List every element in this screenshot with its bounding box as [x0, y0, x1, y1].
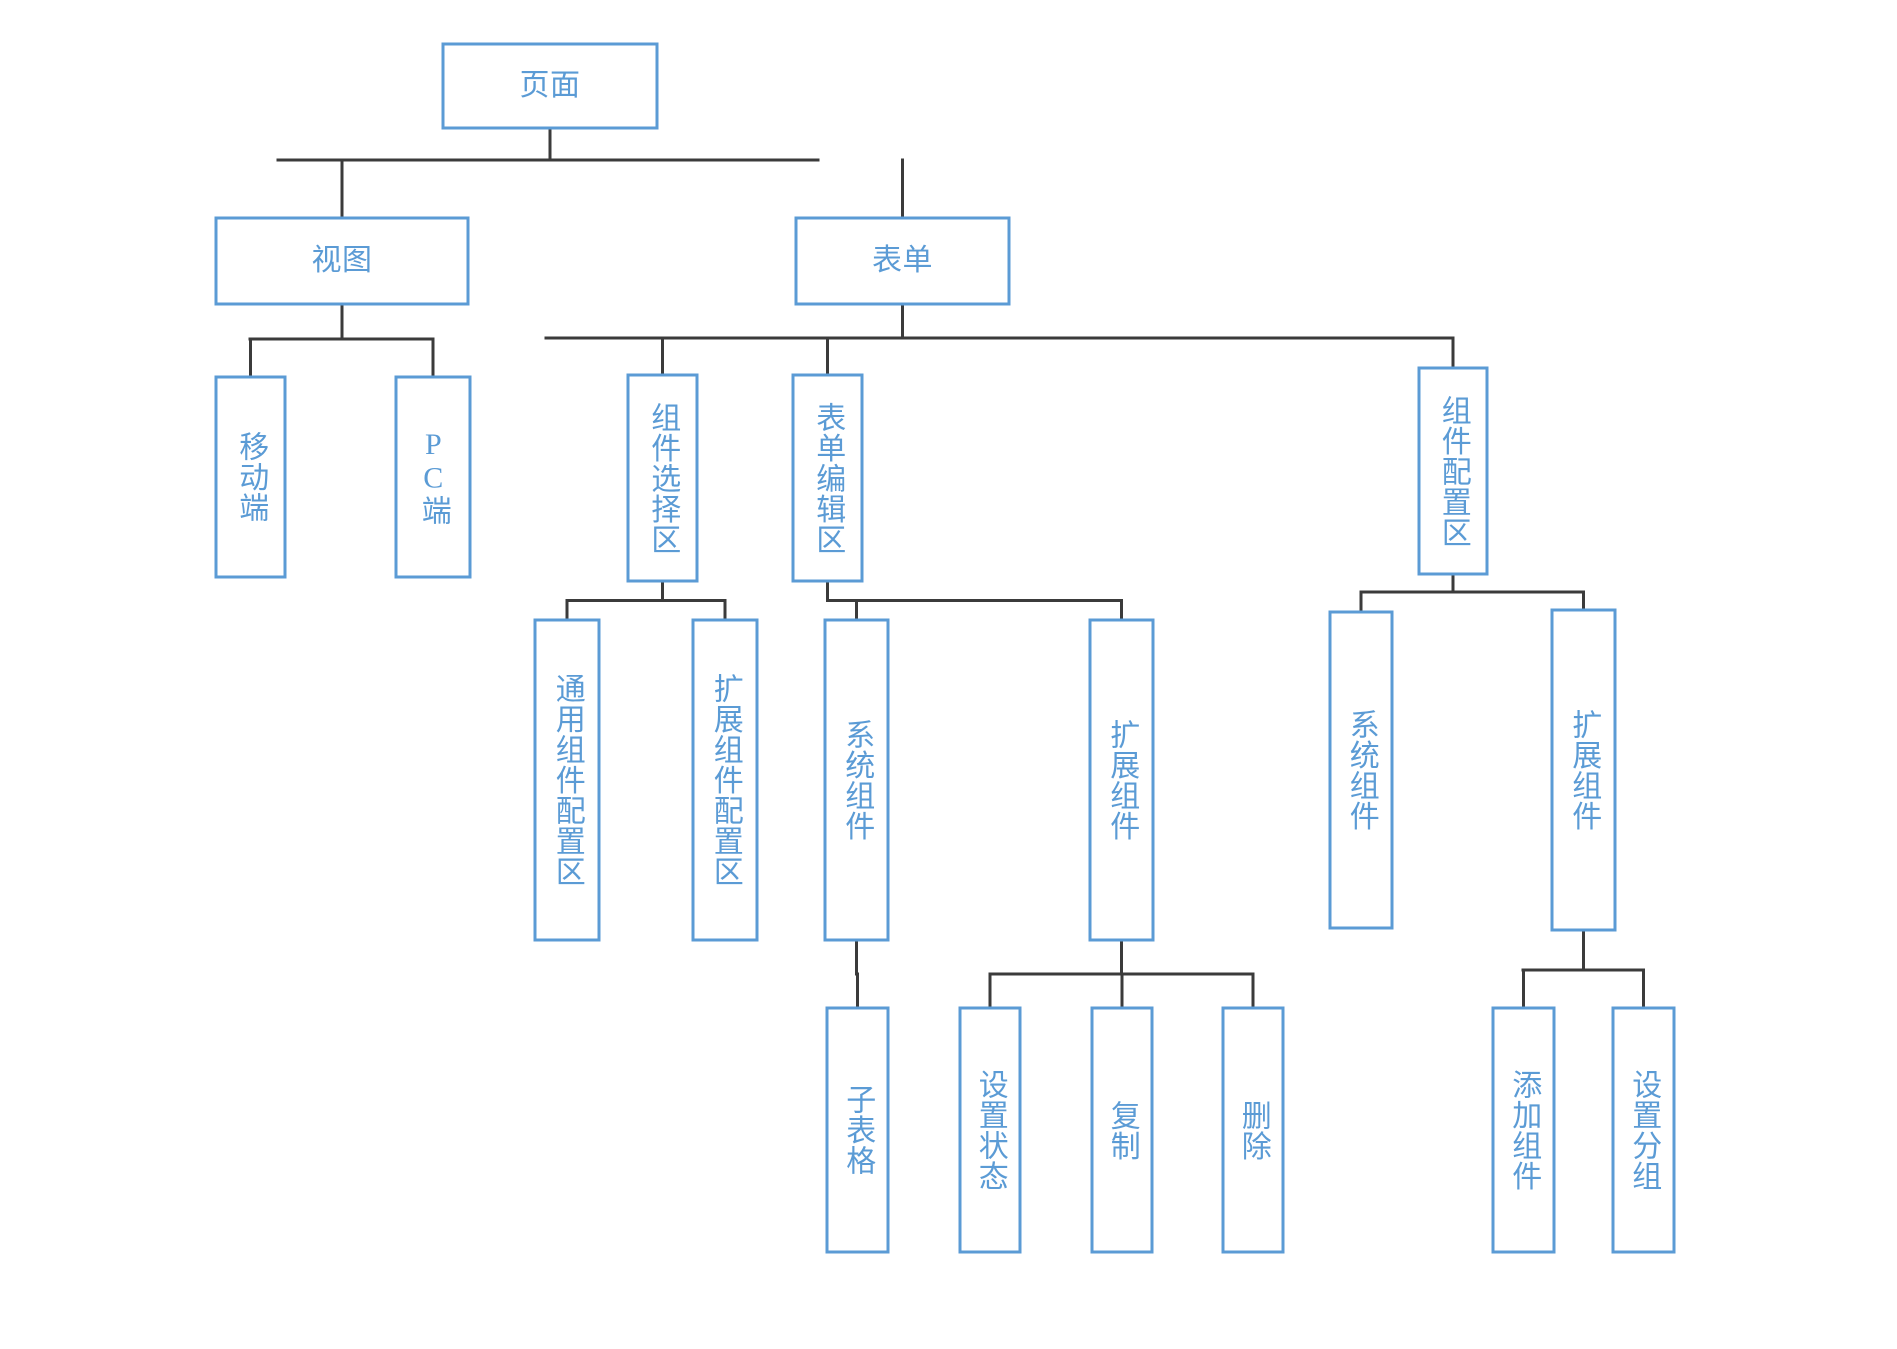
- node-box-delete[interactable]: [1221, 1006, 1285, 1254]
- node-box-set-group[interactable]: [1611, 1006, 1676, 1254]
- node-box-comp-config[interactable]: [1417, 366, 1489, 576]
- node-box-subtable[interactable]: [825, 1006, 890, 1254]
- node-comp-config[interactable]: [1419, 368, 1487, 574]
- node-common-cfg-area[interactable]: [535, 620, 599, 940]
- node-form[interactable]: [796, 218, 1009, 304]
- node-box-copy[interactable]: [1090, 1006, 1154, 1254]
- node-box-common-cfg-area[interactable]: [533, 618, 601, 942]
- node-sys-comp-cfg[interactable]: [1330, 612, 1392, 928]
- node-mobile[interactable]: [216, 377, 285, 577]
- node-ext-comp-cfg[interactable]: [1552, 610, 1615, 930]
- node-box-ext-comp-edit[interactable]: [1088, 618, 1155, 942]
- node-box-mobile[interactable]: [214, 375, 287, 579]
- node-ext-comp-edit[interactable]: [1090, 620, 1153, 940]
- node-set-status[interactable]: [960, 1008, 1020, 1252]
- node-box-set-status[interactable]: [958, 1006, 1022, 1254]
- node-box-layer: [214, 42, 1676, 1254]
- node-sys-comp-edit[interactable]: [825, 620, 888, 940]
- node-box-form[interactable]: [794, 216, 1011, 306]
- node-box-form-edit[interactable]: [791, 373, 864, 583]
- node-page[interactable]: [443, 44, 657, 128]
- node-box-sys-comp-cfg[interactable]: [1328, 610, 1394, 930]
- node-box-ext-comp-cfg[interactable]: [1550, 608, 1617, 932]
- node-box-view[interactable]: [214, 216, 470, 306]
- node-subtable[interactable]: [827, 1008, 888, 1252]
- node-add-comp[interactable]: [1493, 1008, 1554, 1252]
- node-box-ext-cfg-area[interactable]: [691, 618, 759, 942]
- node-ext-cfg-area[interactable]: [693, 620, 757, 940]
- node-pc[interactable]: [396, 377, 470, 577]
- node-form-edit[interactable]: [793, 375, 862, 581]
- node-copy[interactable]: [1092, 1008, 1152, 1252]
- node-box-comp-select[interactable]: [626, 373, 699, 583]
- node-box-pc[interactable]: [394, 375, 472, 579]
- node-box-add-comp[interactable]: [1491, 1006, 1556, 1254]
- node-delete[interactable]: [1223, 1008, 1283, 1252]
- node-set-group[interactable]: [1613, 1008, 1674, 1252]
- connector-layer: [248, 126, 1645, 1010]
- node-view[interactable]: [216, 218, 468, 304]
- node-box-page[interactable]: [441, 42, 659, 130]
- node-comp-select[interactable]: [628, 375, 697, 581]
- node-box-sys-comp-edit[interactable]: [823, 618, 890, 942]
